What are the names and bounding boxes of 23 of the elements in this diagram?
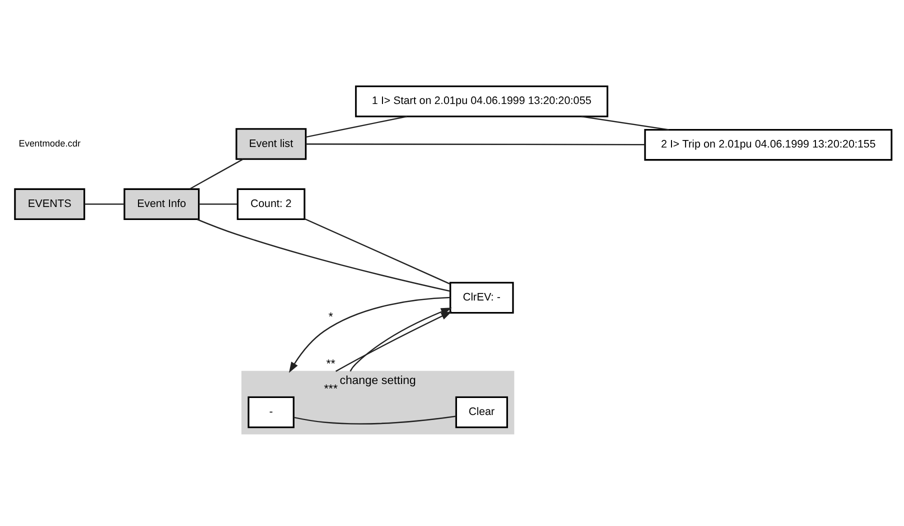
connector <box>294 415 456 424</box>
node-box: - <box>248 396 294 428</box>
node-box: Clear <box>455 396 508 428</box>
connector <box>84 203 124 204</box>
arrow <box>288 296 450 372</box>
edge-label: *** <box>324 382 338 395</box>
connector <box>304 218 450 284</box>
node-box: ClrEV: - <box>450 281 514 314</box>
edge-label: ** <box>326 356 336 370</box>
node-box: 1 I> Start on 2.01pu 04.06.1999 13:20:20:055 <box>355 85 608 117</box>
connector <box>581 115 669 130</box>
connector <box>189 158 244 190</box>
node-box: 2 I> Trip on 2.01pu 04.06.1999 13:20:20:155 <box>644 128 892 160</box>
connector <box>306 142 645 145</box>
connector <box>306 115 408 138</box>
label: Eventmode.cdr <box>18 138 81 148</box>
node-box: Event Info <box>124 188 200 220</box>
connector <box>196 218 450 292</box>
edge-label: * <box>328 310 334 323</box>
connector <box>198 203 238 204</box>
node-box: Count: 2 <box>236 188 306 220</box>
node-box: EVENTS <box>14 188 86 220</box>
node-box: Event list <box>236 128 307 160</box>
